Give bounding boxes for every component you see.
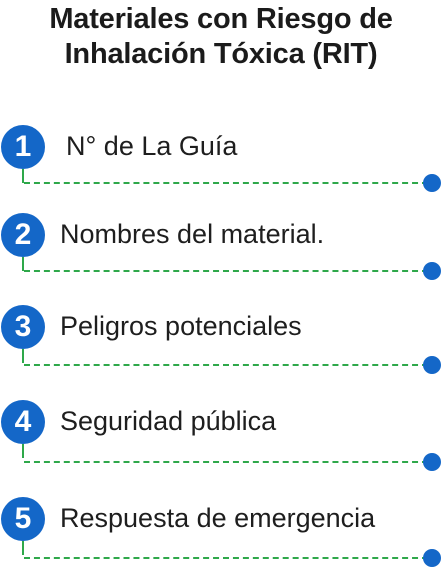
number-badge: 1 (1, 125, 45, 169)
item-label: Peligros potenciales (60, 311, 302, 341)
connector-end-dot (423, 262, 441, 280)
connector-stem (22, 169, 24, 183)
connector-end-dot (423, 174, 441, 192)
item-label: Nombres del material. (60, 219, 325, 249)
number-badge: 5 (1, 497, 45, 541)
connector-end-dot (423, 549, 441, 567)
dashed-connector (24, 557, 428, 559)
item-label: N° de La Guía (66, 131, 238, 161)
page-title: Materiales con Riesgo de Inhalación Tóxi… (0, 2, 442, 72)
item-label: Respuesta de emergencia (60, 503, 376, 533)
title-line-1: Materiales con Riesgo de (49, 3, 393, 35)
connector-end-dot (423, 453, 441, 471)
list-item-1: 1 N° de La Guía (0, 125, 442, 195)
item-label: Seguridad pública (60, 406, 277, 436)
list-item-5: 5 Respuesta de emergencia (0, 497, 442, 567)
number-badge: 2 (1, 213, 45, 257)
dashed-connector (24, 461, 428, 463)
connector-end-dot (423, 356, 441, 374)
connector-stem (22, 444, 24, 458)
list-item-4: 4 Seguridad pública (0, 400, 442, 471)
number-badge: 3 (1, 305, 45, 349)
connector-stem (22, 257, 24, 271)
connector-stem (22, 349, 24, 363)
list-item-2: 2 Nombres del material. (0, 213, 442, 283)
dashed-connector (24, 182, 428, 184)
list-item-3: 3 Peligros potenciales (0, 305, 442, 375)
number-badge: 4 (1, 400, 45, 444)
dashed-connector (24, 270, 428, 272)
dashed-connector (24, 364, 428, 366)
connector-stem (22, 541, 24, 555)
title-line-2: Inhalación Tóxica (RIT) (64, 38, 378, 70)
